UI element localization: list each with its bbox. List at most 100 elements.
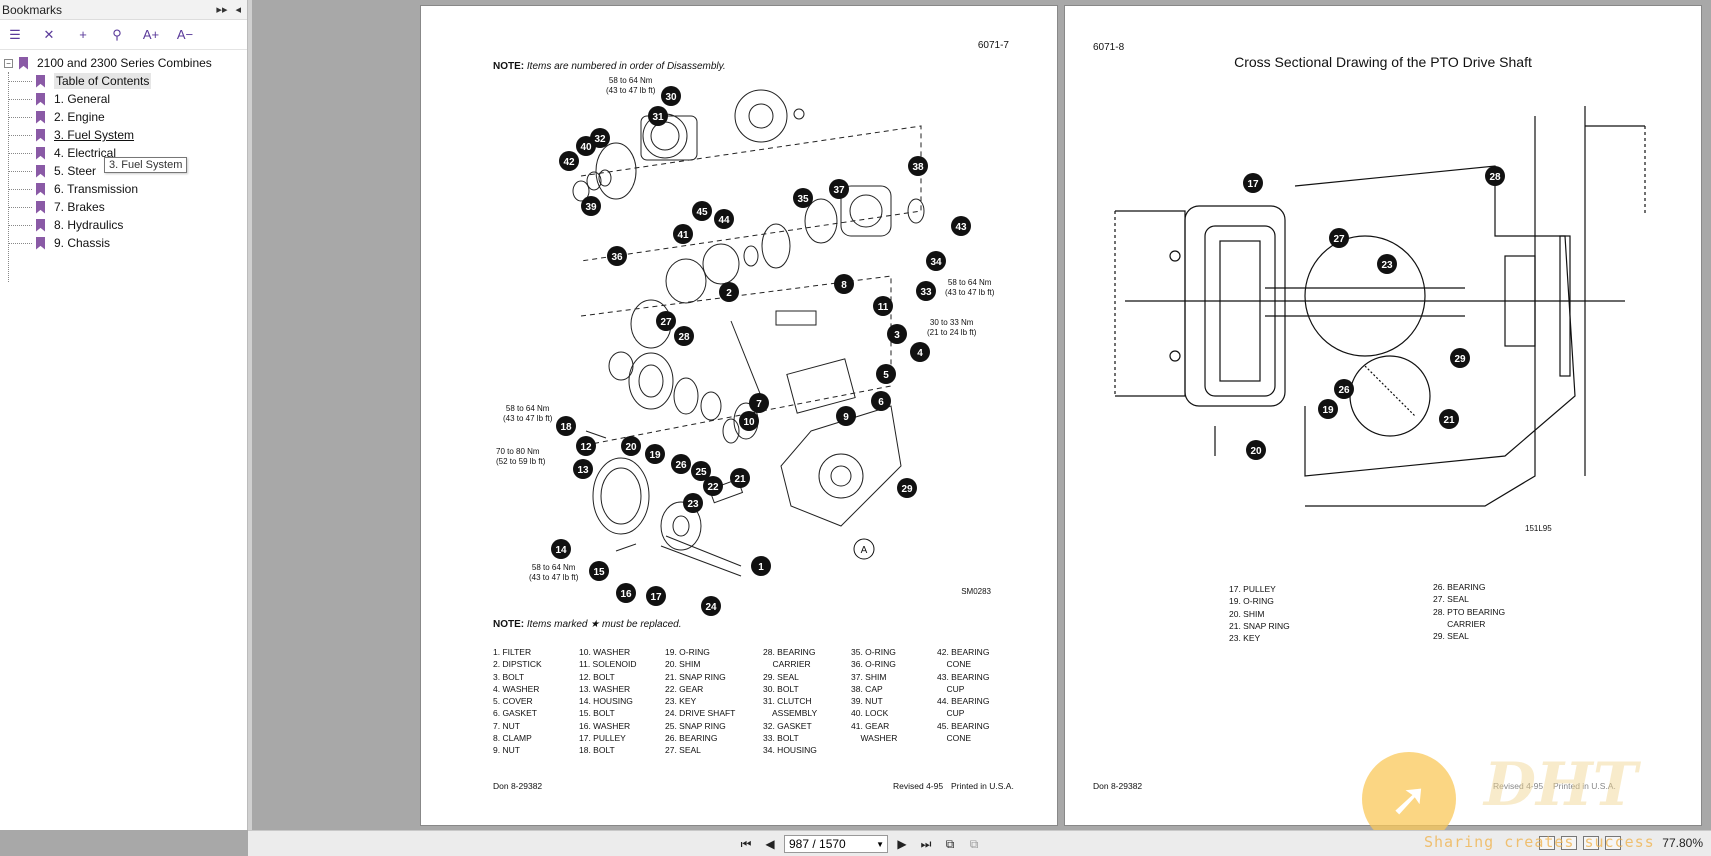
svg-text:A: A: [861, 545, 868, 556]
watermark-logo: DHT: [1484, 750, 1638, 820]
svg-text:23: 23: [1381, 260, 1393, 271]
parts-list-col-3: 19. O-RING 20. SHIM 21. SNAP RING 22. GE…: [665, 647, 736, 756]
continuous-view-icon[interactable]: [1561, 836, 1577, 850]
page-title: Cross Sectional Drawing of the PTO Drive…: [1234, 54, 1532, 70]
svg-text:19: 19: [649, 450, 661, 461]
svg-text:32: 32: [594, 134, 606, 145]
svg-text:17: 17: [650, 592, 662, 603]
svg-text:21: 21: [1443, 415, 1455, 426]
svg-text:40: 40: [580, 142, 592, 153]
svg-text:28: 28: [678, 332, 690, 343]
page-footer-revised: Revised 4-95: [893, 781, 944, 791]
watermark-text: Sharing creates success: [1424, 833, 1655, 851]
bookmark-item-toc[interactable]: Table of Contents: [0, 72, 247, 90]
svg-text:13: 13: [577, 465, 589, 476]
document-page-left: 6071-7 NOTE: Items are numbered in order…: [420, 5, 1058, 826]
list-icon[interactable]: ☰: [9, 26, 21, 42]
figure-code: 151L95: [1525, 524, 1552, 533]
bookmark-icon: [19, 56, 28, 70]
svg-text:22: 22: [707, 482, 719, 493]
fit-page-icon[interactable]: ⧉: [945, 836, 955, 851]
parts-list-col-1: 17. PULLEY 19. O-RING 20. SHIM 21. SNAP …: [1229, 584, 1290, 644]
zoom-level[interactable]: 77.80%: [1662, 836, 1703, 850]
page-footer-printed: Printed in U.S.A.: [1553, 781, 1616, 791]
collapse-toggle-icon[interactable]: −: [4, 58, 13, 68]
torque-spec: 70 to 80 Nm (52 to 59 lb ft): [496, 447, 546, 466]
previous-page-button[interactable]: ◀: [765, 837, 775, 851]
svg-text:30: 30: [665, 92, 677, 103]
page-footer-revised: Revised 4-95: [1493, 781, 1544, 791]
bookmark-label: 7. Brakes: [54, 200, 105, 214]
svg-text:26: 26: [675, 460, 687, 471]
bookmarks-toolbar: ☰ ✕ + ⚲ A+ A−: [0, 20, 247, 50]
delete-bookmark-icon[interactable]: ✕: [43, 26, 55, 42]
svg-text:8: 8: [841, 280, 847, 291]
svg-text:27: 27: [660, 317, 672, 328]
svg-text:16: 16: [620, 589, 632, 600]
bookmark-item-steering[interactable]: 5. Steer: [0, 162, 247, 180]
bookmark-item-transmission[interactable]: 6. Transmission: [0, 180, 247, 198]
svg-text:28: 28: [1489, 172, 1501, 183]
bookmark-icon: [36, 110, 45, 124]
single-page-view-icon[interactable]: [1539, 836, 1555, 850]
bookmark-item-fuel-system[interactable]: 3. Fuel System: [0, 126, 247, 144]
bookmarks-panel: Bookmarks ▸▸ ◂ ☰ ✕ + ⚲ A+ A− − 2100 and …: [0, 0, 248, 830]
svg-text:35: 35: [797, 194, 809, 205]
bookmark-item-engine[interactable]: 2. Engine: [0, 108, 247, 126]
bookmark-label: 3. Fuel System: [54, 128, 135, 142]
continuous-facing-view-icon[interactable]: [1605, 836, 1621, 850]
svg-text:5: 5: [883, 370, 889, 381]
svg-text:34: 34: [930, 257, 942, 268]
bookmark-icon: [36, 128, 45, 142]
svg-text:10: 10: [743, 417, 755, 428]
expand-panel-icon[interactable]: ▸▸: [216, 4, 228, 16]
bookmark-item-hydraulics[interactable]: 8. Hydraulics: [0, 216, 247, 234]
svg-text:42: 42: [563, 157, 575, 168]
bookmark-label: 6. Transmission: [54, 182, 139, 196]
bookmark-item-general[interactable]: 1. General: [0, 90, 247, 108]
torque-spec: 58 to 64 Nm (43 to 47 lb ft): [945, 278, 995, 297]
first-page-button[interactable]: ⏮: [740, 836, 752, 851]
svg-text:17: 17: [1247, 179, 1259, 190]
bookmark-icon: [36, 182, 45, 196]
chevron-down-icon[interactable]: ▼: [876, 839, 884, 849]
torque-spec: 30 to 33 Nm (21 to 24 lb ft): [927, 318, 977, 337]
bookmarks-header: Bookmarks ▸▸ ◂: [0, 0, 247, 20]
page-number-input[interactable]: 987 / 1570 ▼: [784, 835, 888, 853]
bookmark-root[interactable]: − 2100 and 2300 Series Combines: [0, 54, 247, 72]
svg-text:21: 21: [734, 474, 746, 485]
parts-list-col-6: 42. BEARING CONE 43. BEARING CUP 44. BEA…: [937, 647, 990, 744]
bookmark-root-label: 2100 and 2300 Series Combines: [37, 56, 212, 70]
bookmark-item-electrical[interactable]: 4. Electrical: [0, 144, 247, 162]
disassembly-note: NOTE: Items are numbered in order of Dis…: [493, 61, 726, 72]
bookmark-icon: [36, 74, 45, 88]
svg-text:24: 24: [705, 602, 717, 613]
bookmark-icon: [36, 164, 45, 178]
svg-text:33: 33: [920, 287, 932, 298]
next-page-button[interactable]: ▶: [897, 837, 907, 851]
panel-splitter[interactable]: [248, 0, 252, 830]
page-footer-doc: Don 8-29382: [1093, 781, 1143, 791]
last-page-button[interactable]: ⏭: [920, 836, 932, 851]
svg-text:7: 7: [756, 399, 762, 410]
collapse-panel-icon[interactable]: ◂: [235, 4, 241, 16]
svg-text:2: 2: [726, 288, 732, 299]
svg-text:19: 19: [1322, 405, 1334, 416]
parts-list-col-2: 26. BEARING 27. SEAL 28. PTO BEARING CAR…: [1433, 582, 1506, 642]
facing-view-icon[interactable]: [1583, 836, 1599, 850]
bookmark-item-chassis[interactable]: 9. Chassis: [0, 234, 247, 252]
bookmark-label: 9. Chassis: [54, 236, 111, 250]
bookmark-tree: − 2100 and 2300 Series Combines Table of…: [0, 50, 247, 282]
svg-text:43: 43: [955, 222, 967, 233]
fit-width-icon[interactable]: ⧉: [969, 836, 979, 851]
find-bookmark-icon[interactable]: ⚲: [112, 26, 122, 42]
svg-text:29: 29: [1454, 354, 1466, 365]
page-footer-printed: Printed in U.S.A.: [951, 781, 1014, 791]
bookmark-item-brakes[interactable]: 7. Brakes: [0, 198, 247, 216]
decrease-text-icon[interactable]: A−: [176, 27, 194, 42]
bookmarks-title: Bookmarks: [2, 2, 63, 17]
increase-text-icon[interactable]: A+: [142, 27, 160, 42]
add-bookmark-icon[interactable]: +: [79, 27, 87, 42]
